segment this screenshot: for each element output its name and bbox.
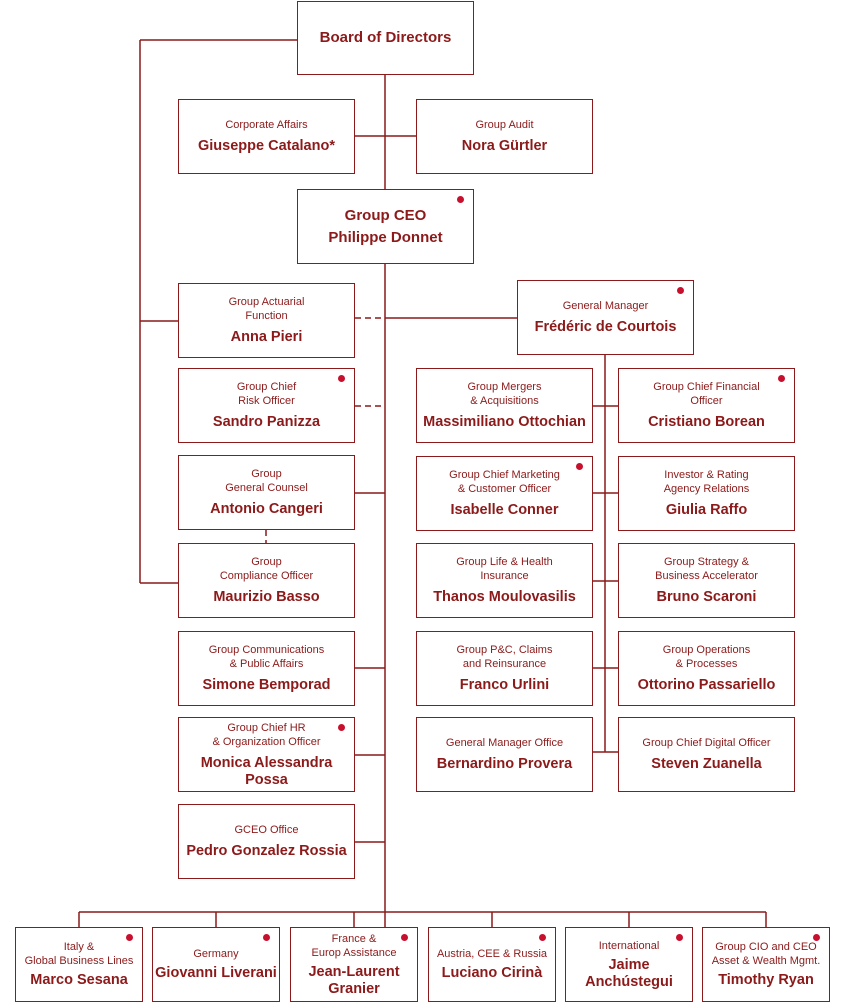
- role-label: GCEO Office: [234, 824, 299, 836]
- role-label: General Manager Office: [445, 737, 564, 749]
- marker-dot-icon: [576, 463, 583, 470]
- person-name: Timothy Ryan: [718, 972, 814, 988]
- role-label: Group P&C, Claims and Reinsurance: [456, 644, 553, 670]
- person-name: Cristiano Borean: [648, 414, 765, 430]
- person-name: Giulia Raffo: [665, 502, 748, 518]
- role-label: Group General Counsel: [225, 468, 308, 494]
- role-label: Italy & Global Business Lines: [24, 941, 134, 967]
- person-name: Ottorino Passariello: [637, 677, 776, 693]
- role-label: Group Actuarial Function: [228, 296, 305, 322]
- person-name: Bernardino Provera: [436, 756, 573, 772]
- person-name: Nora Gürtler: [461, 138, 548, 154]
- role-label: Investor & Rating Agency Relations: [663, 469, 750, 495]
- role-label: Corporate Affairs: [225, 119, 308, 131]
- person-name: Massimiliano Ottochian: [423, 414, 586, 430]
- person-name: Group CEO Philippe Donnet: [328, 206, 443, 246]
- role-label: Group Compliance Officer: [219, 556, 314, 582]
- marker-dot-icon: [813, 934, 820, 941]
- person-name: Board of Directors: [319, 29, 452, 46]
- role-label: France & Europ Assistance: [311, 932, 397, 959]
- person-name: Simone Bemporad: [202, 677, 331, 693]
- role-label: Germany: [193, 948, 239, 960]
- marker-dot-icon: [338, 724, 345, 731]
- role-label: Group Strategy & Business Accelerator: [655, 556, 758, 582]
- marker-dot-icon: [126, 934, 133, 941]
- person-name: Jaime Anchústegui: [585, 956, 673, 990]
- marker-dot-icon: [457, 196, 464, 203]
- marker-dot-icon: [676, 934, 683, 941]
- person-name: Luciano Cirinà: [441, 965, 543, 981]
- role-label: Group Chief Digital Officer: [642, 737, 771, 749]
- marker-dot-icon: [263, 934, 270, 941]
- person-name: Maurizio Basso: [213, 589, 320, 605]
- person-name: Pedro Gonzalez Rossia: [186, 843, 347, 859]
- person-name: Steven Zuanella: [651, 756, 762, 772]
- marker-dot-icon: [401, 934, 408, 941]
- org-box-ceo: Group CEO Philippe Donnet: [297, 189, 474, 264]
- role-label: Group Chief HR & Organization Officer: [212, 721, 321, 748]
- marker-dot-icon: [338, 375, 345, 382]
- person-name: Isabelle Conner: [450, 502, 559, 518]
- person-name: Antonio Cangeri: [210, 501, 323, 517]
- person-name: Frédéric de Courtois: [534, 319, 677, 335]
- person-name: Sandro Panizza: [212, 414, 321, 430]
- person-name: Franco Urlini: [459, 677, 550, 693]
- org-box-board: Board of Directors: [297, 1, 474, 75]
- role-label: International: [598, 939, 660, 952]
- role-label: Group Mergers & Acquisitions: [467, 381, 542, 407]
- marker-dot-icon: [677, 287, 684, 294]
- person-name: Jean-Laurent Granier: [308, 963, 400, 997]
- role-label: General Manager: [562, 300, 649, 312]
- person-name: Bruno Scaroni: [656, 589, 757, 605]
- role-label: Group Audit: [475, 119, 534, 131]
- person-name: Anna Pieri: [230, 329, 303, 345]
- role-label: Group Operations & Processes: [662, 644, 751, 670]
- role-label: Austria, CEE & Russia: [436, 948, 548, 960]
- role-label: Group Chief Marketing & Customer Officer: [449, 469, 560, 495]
- role-label: Group Communications & Public Affairs: [208, 644, 325, 670]
- marker-dot-icon: [539, 934, 546, 941]
- person-name: Monica Alessandra Possa: [200, 754, 333, 788]
- person-name: Marco Sesana: [30, 972, 128, 988]
- person-name: Thanos Moulovasilis: [433, 589, 576, 605]
- org-box-marketing: Group Chief Marketing & Customer Officer…: [416, 456, 593, 531]
- role-label: Group Chief Financial Officer: [653, 381, 760, 407]
- person-name: Giuseppe Catalano*: [198, 138, 335, 154]
- marker-dot-icon: [778, 375, 785, 382]
- person-name: Giovanni Liverani: [155, 965, 277, 981]
- role-label: Group CIO and CEO Asset & Wealth Mgmt.: [711, 941, 821, 967]
- role-label: Group Life & Health Insurance: [456, 556, 553, 582]
- org-box-cio: Group CIO and CEO Asset & Wealth Mgmt. Ti…: [702, 927, 830, 1002]
- role-label: Group Chief Risk Officer: [236, 381, 297, 407]
